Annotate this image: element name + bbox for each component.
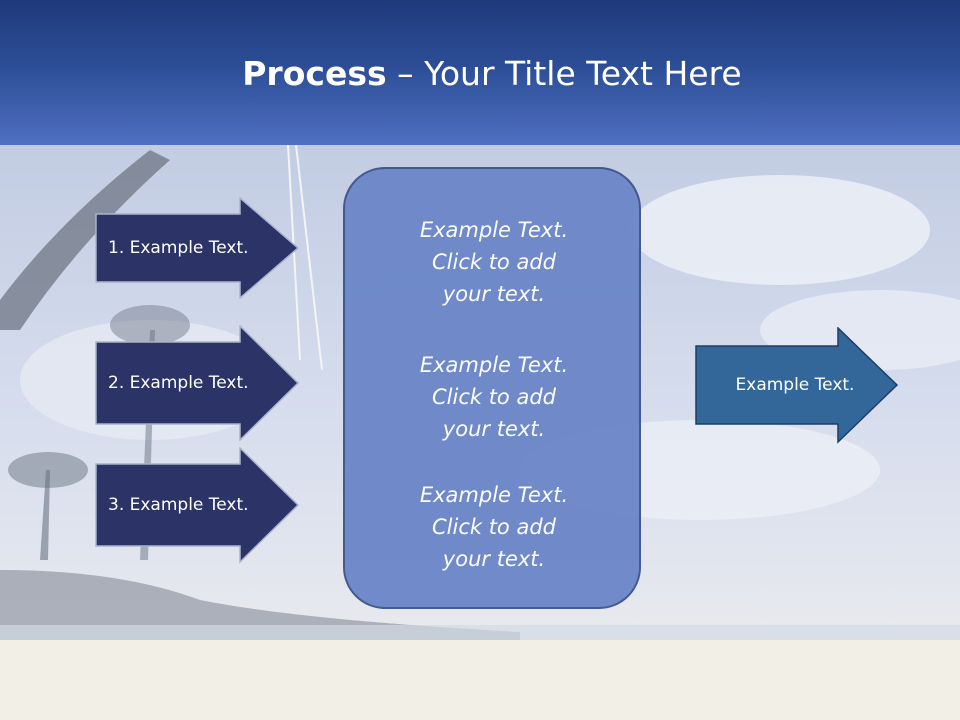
step-arrow-label: 3. Example Text.: [108, 495, 249, 515]
para-line: your text.: [442, 547, 546, 571]
step-arrow-label: 2. Example Text.: [108, 373, 249, 393]
para-line: your text.: [442, 417, 546, 441]
arrow-shape: [95, 197, 300, 299]
step-arrow-2[interactable]: 2. Example Text.: [95, 325, 300, 442]
para-line: Click to add: [431, 515, 556, 539]
center-text-box[interactable]: Example Text. Click to add your text. Ex…: [343, 167, 641, 609]
title-bar: [0, 0, 960, 145]
arrow-shape: [695, 327, 899, 444]
step-arrow-3[interactable]: 3. Example Text.: [95, 447, 300, 564]
para-line: your text.: [442, 282, 546, 306]
result-arrow[interactable]: Example Text.: [695, 327, 900, 444]
center-paragraph-1: Example Text. Click to add your text.: [345, 214, 643, 310]
para-line: Example Text.: [419, 483, 569, 507]
arrow-shape: [95, 325, 300, 442]
para-line: Example Text.: [419, 353, 569, 377]
center-paragraph-3: Example Text. Click to add your text.: [345, 479, 643, 575]
title-rest: – Your Title Text Here: [386, 54, 742, 93]
arrow-shape: [95, 447, 300, 564]
para-line: Click to add: [431, 250, 556, 274]
para-line: Example Text.: [419, 218, 569, 242]
slide-title[interactable]: Process – Your Title Text Here: [0, 52, 960, 96]
center-paragraph-2: Example Text. Click to add your text.: [345, 349, 643, 445]
result-arrow-label: Example Text.: [735, 375, 855, 395]
title-bold: Process: [242, 54, 387, 93]
step-arrow-1[interactable]: 1. Example Text.: [95, 197, 300, 299]
step-arrow-label: 1. Example Text.: [108, 238, 249, 258]
para-line: Click to add: [431, 385, 556, 409]
